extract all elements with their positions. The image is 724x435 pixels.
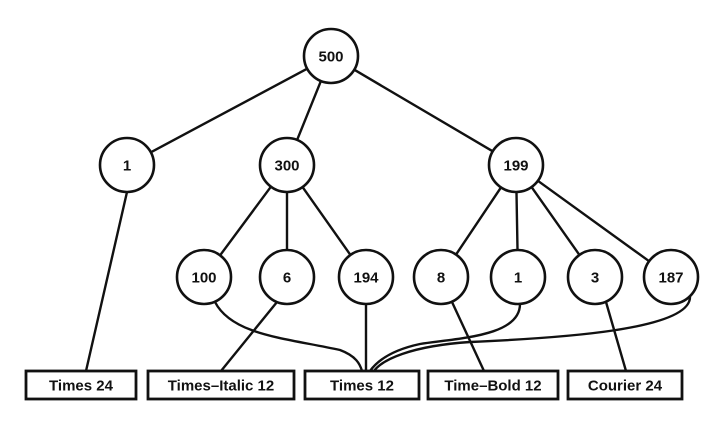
edge-n300-to-n100	[218, 185, 273, 257]
node-circle	[98, 136, 156, 194]
node-circle	[258, 136, 316, 194]
tree-node-n194: 194	[337, 248, 395, 306]
node-circle	[302, 27, 360, 85]
tree-node-n6: 6	[258, 248, 316, 306]
node-circle	[489, 248, 547, 306]
edge-n500-to-n300	[295, 79, 323, 142]
tree-node-n300: 300	[258, 136, 316, 194]
tree-node-n1b: 1	[489, 248, 547, 306]
node-label: 100	[191, 270, 216, 287]
edge-n3-to-leaf-courier24	[604, 300, 628, 373]
edge-n6-to-leaf-times-italic12	[219, 300, 279, 373]
edge-n100-to-leaf-times12	[213, 300, 364, 373]
leaf-label: Times 12	[330, 378, 394, 395]
edge-n300-to-n194	[301, 185, 352, 257]
leaf-courier24-box: Courier 24	[566, 369, 684, 401]
node-label: 194	[353, 270, 379, 287]
node-label: 300	[274, 158, 299, 175]
edge-n199-to-n1b	[515, 190, 519, 252]
leaf-rect	[146, 369, 296, 401]
tree-node-n100: 100	[175, 248, 233, 306]
leaf-times12-box: Times 12	[303, 369, 421, 401]
edge-n199-to-n8	[454, 186, 503, 256]
leaf-label: Times 24	[49, 378, 114, 395]
leaf-label: Time–Bold 12	[444, 378, 541, 395]
edge-n187-to-leaf-times12	[372, 295, 692, 373]
node-circle	[412, 248, 470, 306]
edge-n500-to-n1a	[149, 67, 309, 154]
leaf-label: Courier 24	[588, 378, 663, 395]
edge-n199-to-n3	[530, 185, 581, 257]
leaf-rect	[303, 369, 421, 401]
node-label: 187	[658, 270, 683, 287]
node-label: 1	[514, 270, 522, 287]
node-circle	[175, 248, 233, 306]
node-circle	[337, 248, 395, 306]
leaf-label: Times–Italic 12	[168, 378, 274, 395]
leaf-times-italic12-box: Times–Italic 12	[146, 369, 296, 401]
leaf-rect	[566, 369, 684, 401]
tree-node-n199: 199	[487, 136, 545, 194]
node-circle	[487, 136, 545, 194]
node-label: 3	[591, 270, 599, 287]
tree-node-n3: 3	[566, 248, 624, 306]
node-circle	[566, 248, 624, 306]
leaf-rect	[24, 369, 138, 401]
tree-node-n8: 8	[412, 248, 470, 306]
edge-n199-to-n187	[536, 179, 651, 263]
edge-layer	[84, 67, 692, 373]
tree-node-n1a: 1	[98, 136, 156, 194]
node-circle	[258, 248, 316, 306]
node-circle	[642, 248, 700, 306]
tree-node-n500: 500	[302, 27, 360, 85]
leaf-times24-box: Times 24	[24, 369, 138, 401]
leaf-rect	[426, 369, 560, 401]
node-label: 500	[318, 49, 343, 66]
edge-n1a-to-leaf-times24	[84, 190, 129, 373]
node-label: 199	[503, 158, 528, 175]
edge-n1b-to-leaf-times12	[368, 302, 522, 373]
leaf-layer: Times 24 Times–Italic 12 Times 12 Time–Bold…	[24, 369, 684, 401]
leaf-time-bold12-box: Time–Bold 12	[426, 369, 560, 401]
node-label: 8	[437, 270, 445, 287]
node-label: 6	[283, 270, 291, 287]
node-label: 1	[123, 158, 131, 175]
edge-n500-to-n199	[353, 68, 494, 153]
node-layer: 500 1 300 199 100 6 194 8 1 3 187	[98, 27, 700, 306]
tree-node-n187: 187	[642, 248, 700, 306]
edge-n8-to-leaf-time-bold12	[450, 300, 486, 373]
